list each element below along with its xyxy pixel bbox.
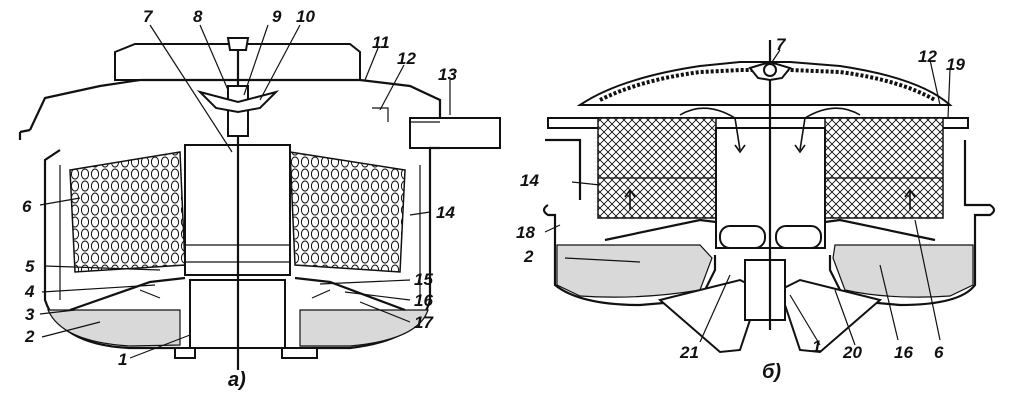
figure-b: 14 18 2 7 12 19 21 1 20 16 6 б) [516,35,996,383]
callout-lines-a [39,24,451,359]
callout-b-14: 14 [520,171,539,190]
callout-b-16: 16 [894,343,913,362]
callout-2: 2 [24,327,35,346]
oil-bath-b [556,244,713,298]
callout-4: 4 [24,282,35,301]
tray-right-b [824,218,936,242]
filter-element-right-b [824,117,944,219]
callout-8: 8 [193,7,203,26]
callout-b-18: 18 [516,223,535,242]
callout-11: 11 [372,33,390,52]
callout-7: 7 [143,7,154,26]
callout-b-7: 7 [776,35,787,54]
callout-3: 3 [25,305,35,324]
airflow-arrows-b [624,107,916,210]
callout-17: 17 [414,313,434,332]
callout-16: 16 [414,291,433,310]
callout-b-19: 19 [946,55,965,74]
callout-b-2: 2 [523,247,534,266]
housing-b [542,138,996,307]
tray-left-a [69,276,186,312]
callout-b-6: 6 [934,343,944,362]
tray-left-b [604,218,717,242]
figure-a: 6 7 8 9 10 11 12 13 14 5 4 3 2 1 15 16 1… [18,7,501,391]
callout-6: 6 [22,197,32,216]
callout-5: 5 [25,257,35,276]
callout-10: 10 [296,7,315,26]
wing-nut-a [196,90,280,114]
filter-element-left-a [69,151,186,273]
callout-14: 14 [436,203,455,222]
oil-bath-a [47,309,181,347]
caption-a: а) [228,369,246,391]
callout-lines-b [544,49,951,346]
callout-b-1: 1 [812,337,821,356]
callout-15: 15 [414,270,433,289]
callout-13: 13 [438,65,457,84]
callout-12: 12 [397,49,416,68]
filter-element-left-b [597,117,717,219]
callout-9: 9 [272,7,282,26]
caption-b: б) [762,361,781,383]
callout-b-20: 20 [842,343,862,362]
callout-b-12: 12 [918,47,937,66]
callout-b-21: 21 [679,343,699,362]
intake-pipe [409,117,501,149]
callout-1: 1 [118,350,127,369]
tray-right-a [294,276,406,312]
filter-element-right-a [289,151,406,273]
